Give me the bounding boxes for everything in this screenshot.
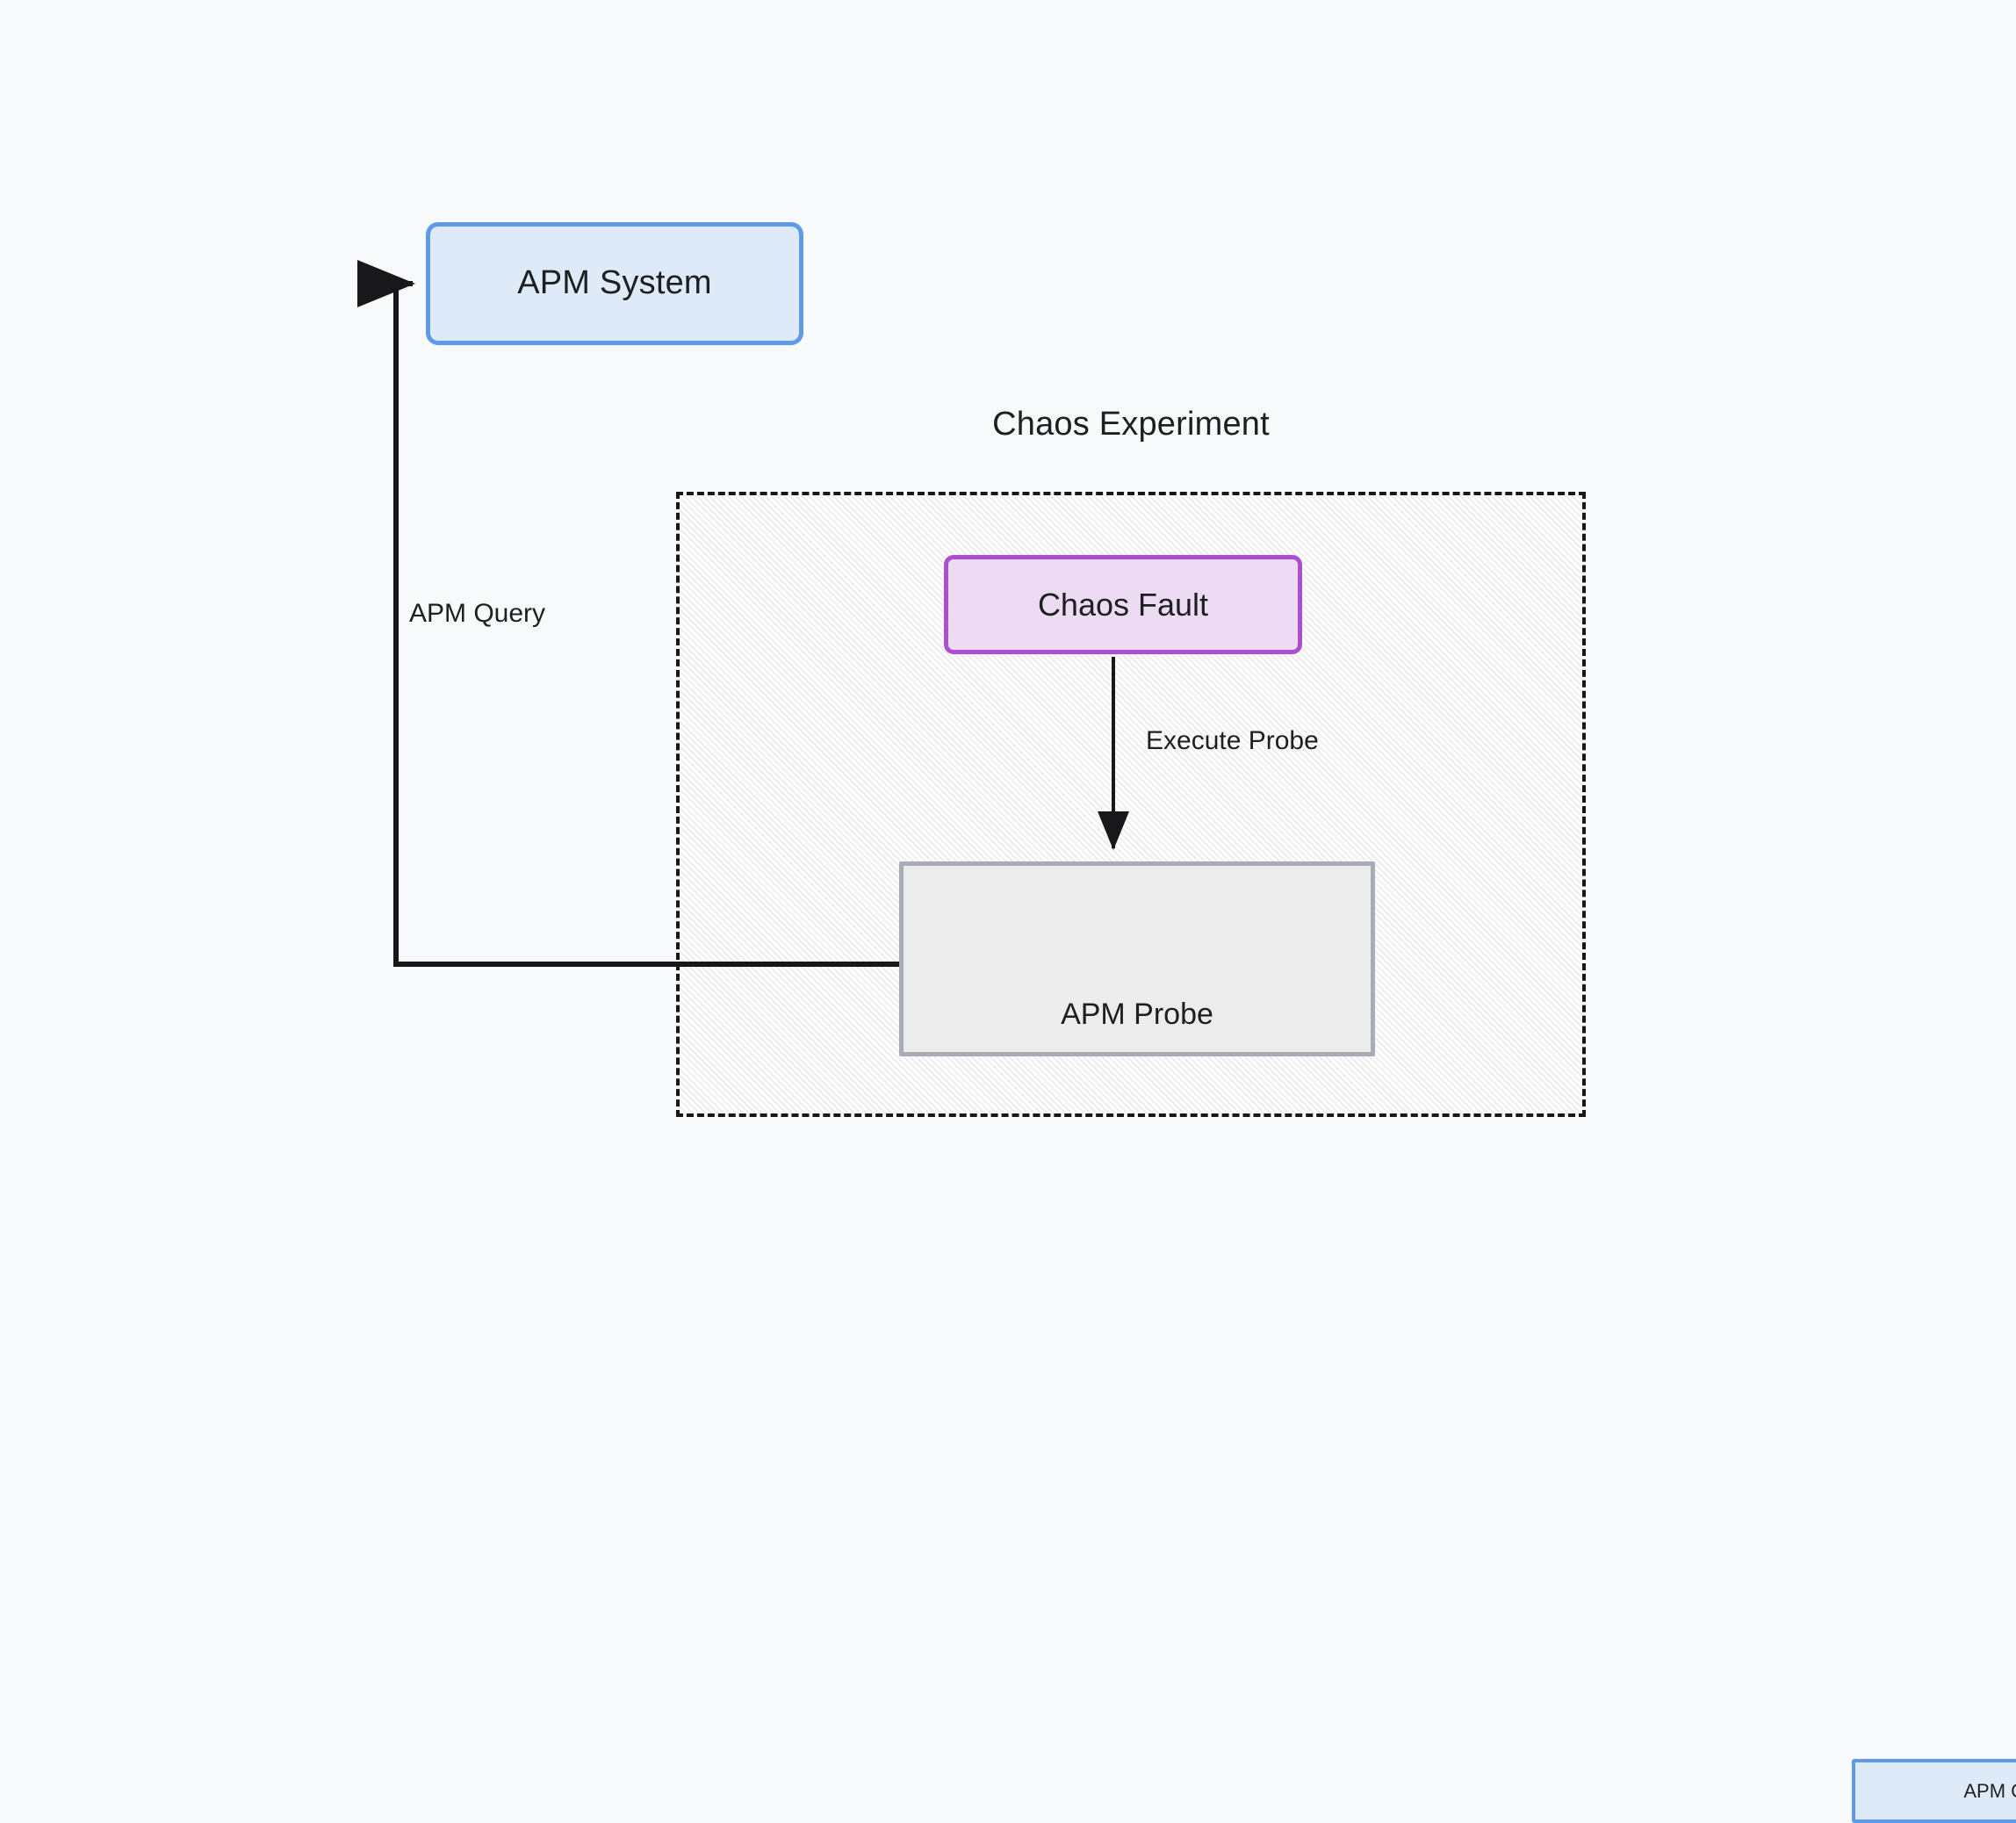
edge-label-apm-query: APM Query (409, 599, 546, 628)
node-apm-connector-label: APM Connector (1963, 1779, 2016, 1802)
diagram-canvas: Chaos Experiment APM System Chaos Fault … (357, 222, 2016, 1823)
chaos-experiment-title: Chaos Experiment (992, 406, 1270, 443)
node-apm-system[interactable]: APM System (426, 222, 803, 345)
node-apm-probe-label: APM Probe (1061, 997, 1213, 1031)
node-chaos-fault-label: Chaos Fault (1037, 587, 1209, 623)
node-apm-probe[interactable]: APM Connector APM Probe (899, 861, 2016, 1823)
node-chaos-fault[interactable]: Chaos Fault (944, 555, 1302, 654)
node-apm-system-label: APM System (517, 264, 712, 302)
edge-label-execute-probe: Execute Probe (1146, 726, 1319, 755)
node-apm-connector[interactable]: APM Connector (1852, 1759, 2016, 1823)
